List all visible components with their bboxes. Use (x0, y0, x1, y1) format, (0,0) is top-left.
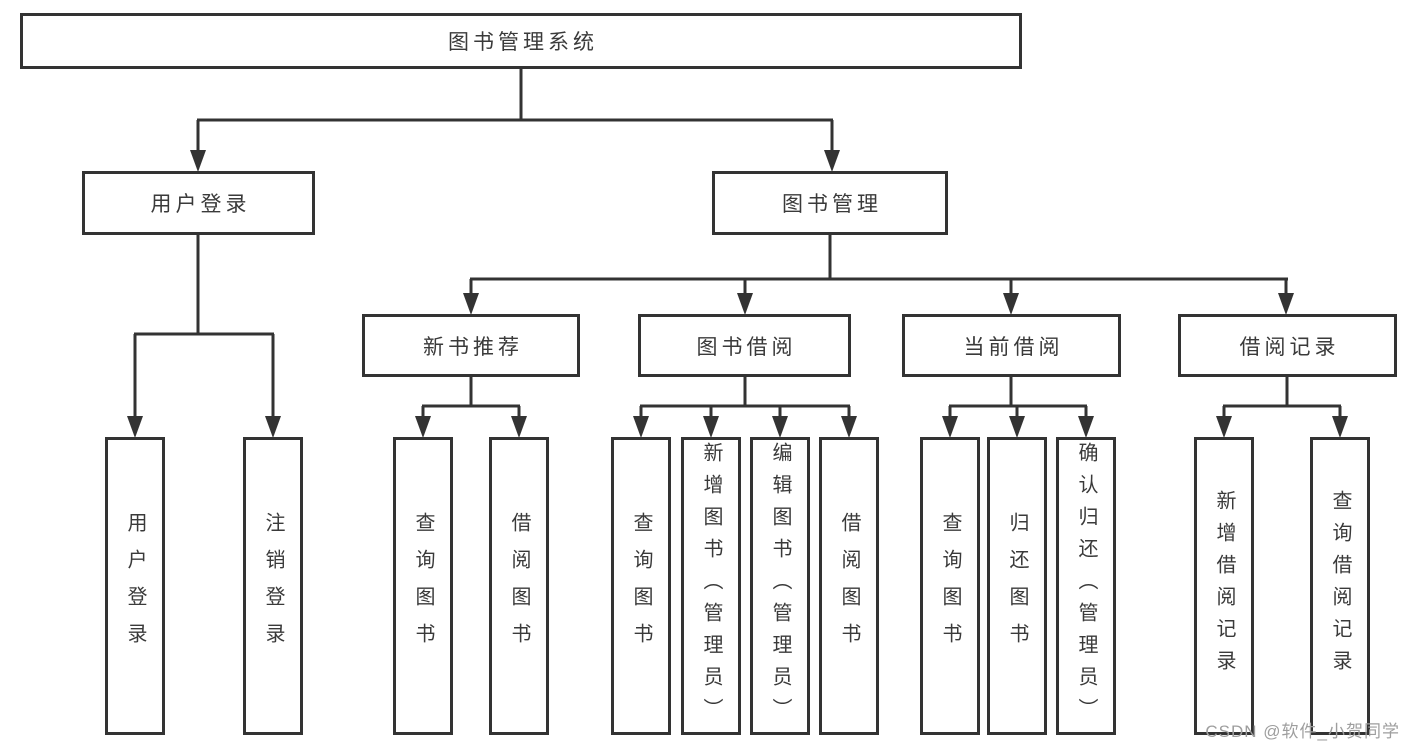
leaf-label: 借阅图书 (508, 512, 530, 660)
node-library-management-system: 图书管理系统 (20, 13, 1022, 69)
node-user-login: 用户登录 (82, 171, 315, 235)
node-label: 图书借阅 (696, 335, 797, 359)
leaf-borrow-book-recommend: 借阅图书 (489, 437, 549, 735)
node-label: 新书推荐 (423, 335, 523, 359)
leaf-borrow-book: 借阅图书 (819, 437, 879, 735)
leaf-label: 注销登录 (262, 512, 284, 660)
leaf-query-borrow-record: 查询借阅记录 (1310, 437, 1370, 735)
leaf-query-book-current: 查询图书 (920, 437, 980, 735)
leaf-query-book-recommend: 查询图书 (393, 437, 453, 735)
node-label: 当前借阅 (963, 335, 1064, 359)
node-borrow-records: 借阅记录 (1178, 314, 1397, 377)
watermark: CSDN @软件_小贺同学 (1205, 722, 1400, 741)
leaf-label: 编辑图书（管理员） (769, 442, 791, 730)
leaf-edit-book-admin: 编辑图书（管理员） (750, 437, 810, 735)
leaf-label: 新增借阅记录 (1213, 490, 1235, 682)
leaf-label: 查询图书 (630, 512, 652, 660)
node-label: 图书管理系统 (448, 31, 598, 54)
leaf-add-borrow-record: 新增借阅记录 (1194, 437, 1254, 735)
leaf-user-login: 用户登录 (105, 437, 165, 735)
leaf-label: 用户登录 (124, 512, 146, 660)
leaf-add-book-admin: 新增图书（管理员） (681, 437, 741, 735)
leaf-label: 新增图书（管理员） (700, 442, 722, 730)
node-label: 借阅记录 (1239, 335, 1340, 359)
node-label: 图书管理 (782, 193, 882, 216)
leaf-label: 借阅图书 (838, 512, 860, 660)
leaf-logout-login: 注销登录 (243, 437, 303, 735)
leaf-label: 确认归还（管理员） (1075, 442, 1097, 730)
leaf-label: 归还图书 (1006, 512, 1028, 660)
leaf-label: 查询借阅记录 (1329, 490, 1351, 682)
leaf-label: 查询图书 (939, 512, 961, 660)
leaf-return-book: 归还图书 (987, 437, 1047, 735)
leaf-query-book-borrow: 查询图书 (611, 437, 671, 735)
leaf-confirm-return-admin: 确认归还（管理员） (1056, 437, 1116, 735)
leaf-label: 查询图书 (412, 512, 434, 660)
node-label: 用户登录 (150, 193, 251, 216)
node-book-borrow: 图书借阅 (638, 314, 851, 377)
node-current-borrow: 当前借阅 (902, 314, 1121, 377)
node-new-book-recommend: 新书推荐 (362, 314, 580, 377)
node-book-management: 图书管理 (712, 171, 948, 235)
